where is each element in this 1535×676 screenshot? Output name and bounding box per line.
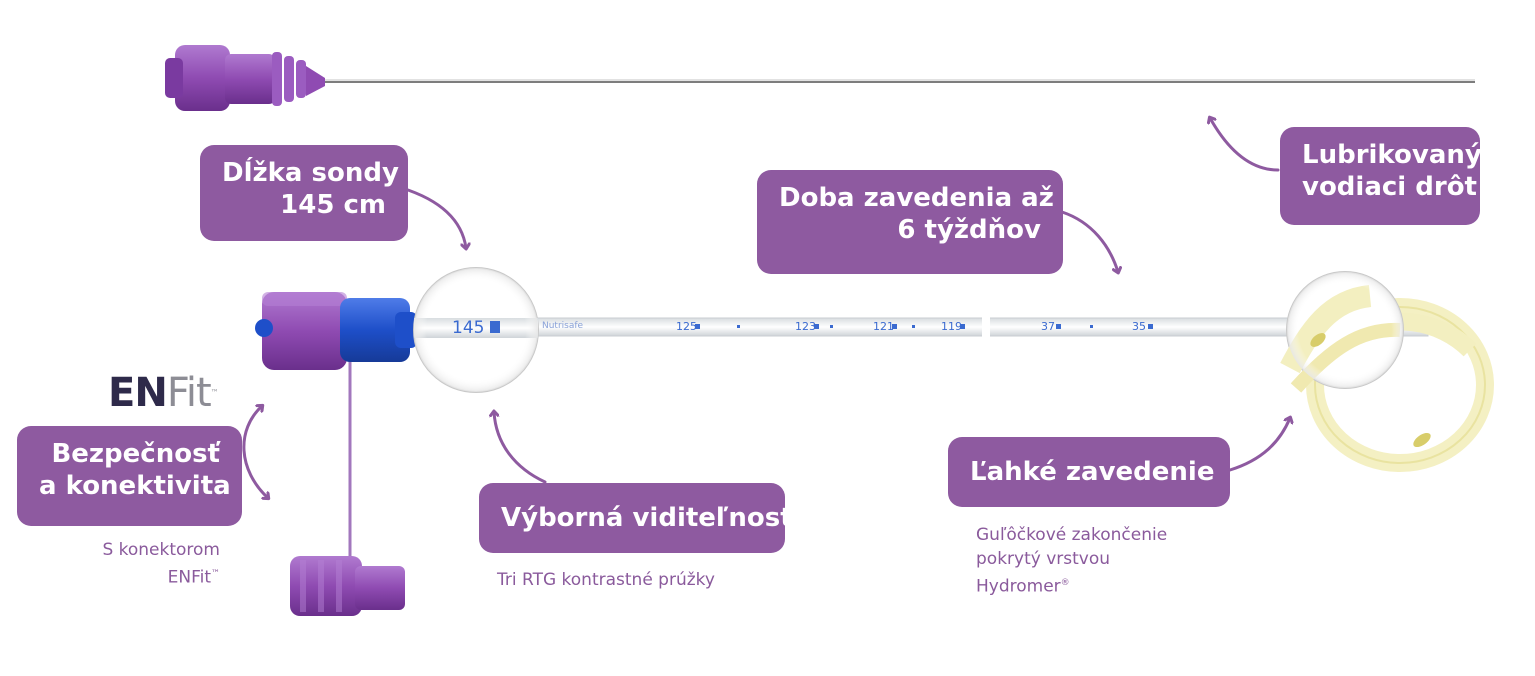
note-rtg-stripes: Tri RTG kontrastné prúžky bbox=[497, 568, 715, 592]
callout-safety-connectivity-line1: Bezpečnosť bbox=[51, 439, 220, 469]
callout-safety-connectivity: Bezpečnosť a konektivita bbox=[17, 426, 242, 526]
note-rtg-stripes-line1: Tri RTG kontrastné prúžky bbox=[497, 570, 715, 590]
enfit-logo: ENFit™ bbox=[108, 370, 219, 416]
enfit-logo-tm: ™ bbox=[210, 388, 219, 397]
note-enfit-connector: S konektorom ENFit™ bbox=[90, 538, 220, 590]
callout-guidewire: Lubrikovaný vodiaci drôt bbox=[1280, 127, 1482, 225]
callout-easy-insertion-line1: Ľahké zavedenie bbox=[970, 457, 1215, 487]
tube-marking-35: 35 bbox=[1132, 320, 1146, 333]
callout-insertion-duration-line2: 6 týždňov bbox=[897, 215, 1041, 245]
note-ball-tip-line3: Hydromer® bbox=[976, 571, 1167, 599]
tube-marking-123: 123 bbox=[795, 320, 816, 333]
arrows bbox=[242, 118, 1290, 498]
tube-brand-marking: Nutrisafe bbox=[542, 321, 584, 331]
callout-probe-length: Dĺžka sondy 145 cm bbox=[200, 145, 408, 241]
note-ball-tip-reg: ® bbox=[1060, 578, 1070, 588]
arrow-duration bbox=[1060, 210, 1118, 272]
note-enfit-connector-enfit: ENFit bbox=[167, 567, 211, 588]
enfit-logo-en: EN bbox=[108, 370, 168, 416]
tube-marking-121: 121 bbox=[873, 320, 894, 333]
note-enfit-connector-line2: ENFit™ bbox=[90, 562, 220, 590]
callout-visibility-line1: Výborná viditeľnosť bbox=[501, 503, 793, 533]
zoom-lens-marking bbox=[413, 267, 539, 393]
note-ball-tip-line1: Guľôčkové zakončenie bbox=[976, 525, 1168, 545]
guidewire bbox=[320, 79, 1475, 83]
arrow-guidewire bbox=[1210, 118, 1280, 172]
callout-insertion-duration-line1: Doba zavedenia až bbox=[779, 183, 1054, 213]
callout-insertion-duration: Doba zavedenia až 6 týždňov bbox=[757, 170, 1063, 274]
arrow-insertion bbox=[1228, 418, 1290, 472]
tube-marking-125: 125 bbox=[676, 320, 697, 333]
callout-visibility: Výborná viditeľnosť bbox=[479, 483, 793, 553]
note-enfit-connector-tm: ™ bbox=[211, 569, 220, 579]
tube-marking-119: 119 bbox=[941, 320, 962, 333]
enfit-logo-fit: Fit bbox=[166, 370, 212, 416]
callout-safety-connectivity-line2: a konektivita bbox=[39, 471, 231, 501]
callout-easy-insertion: Ľahké zavedenie bbox=[948, 437, 1230, 507]
callout-probe-length-line2: 145 cm bbox=[280, 190, 386, 220]
callout-guidewire-line1: Lubrikovaný bbox=[1302, 140, 1482, 170]
zoom-marking-145: 145 bbox=[452, 318, 485, 338]
arrow-length bbox=[400, 186, 466, 248]
callout-probe-length-line1: Dĺžka sondy bbox=[222, 158, 399, 188]
arrow-visibility bbox=[494, 412, 547, 484]
callout-guidewire-line2: vodiaci drôt bbox=[1302, 172, 1477, 202]
tube-tick-marks bbox=[695, 324, 1153, 329]
guidewire-connector bbox=[165, 45, 325, 111]
note-enfit-connector-line1: S konektorom bbox=[102, 540, 220, 560]
tube-marking-37: 37 bbox=[1041, 320, 1055, 333]
note-ball-tip-line2: pokrytý vrstvou bbox=[976, 549, 1111, 569]
zoom-lens-tip bbox=[1280, 271, 1404, 393]
note-ball-tip: Guľôčkové zakončenie pokrytý vrstvou Hyd… bbox=[976, 523, 1167, 599]
tube-connector bbox=[255, 292, 417, 370]
arrow-safety bbox=[242, 406, 268, 498]
note-ball-tip-hydromer: Hydromer bbox=[976, 576, 1061, 597]
secondary-port bbox=[290, 362, 405, 616]
